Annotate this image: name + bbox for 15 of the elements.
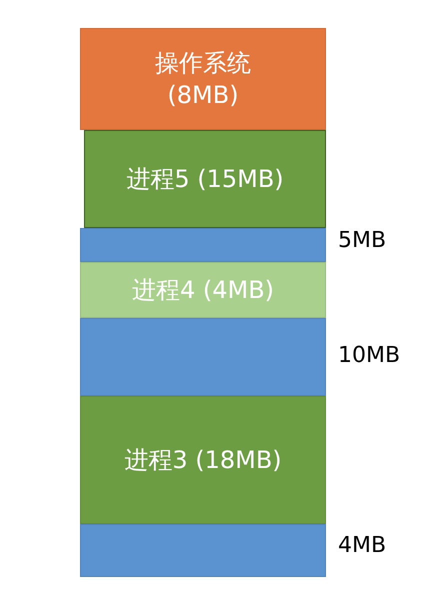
memory-block [80,396,326,524]
free-memory-block [80,228,326,262]
block-label: 进程5 (15MB) [126,164,284,195]
size-label: 10MB [338,343,400,368]
memory-block [80,262,326,318]
block-label: 进程4 (4MB) [132,274,274,306]
size-label: 5MB [338,228,386,253]
memory-block [84,130,326,228]
free-memory-block [80,318,326,396]
block-label: (8MB) [167,80,239,111]
size-label: 4MB [338,533,386,558]
free-memory-block [80,524,326,577]
block-label: 操作系统 [155,48,251,79]
memory-block [80,28,326,130]
block-label: 进程3 (18MB) [124,444,282,476]
